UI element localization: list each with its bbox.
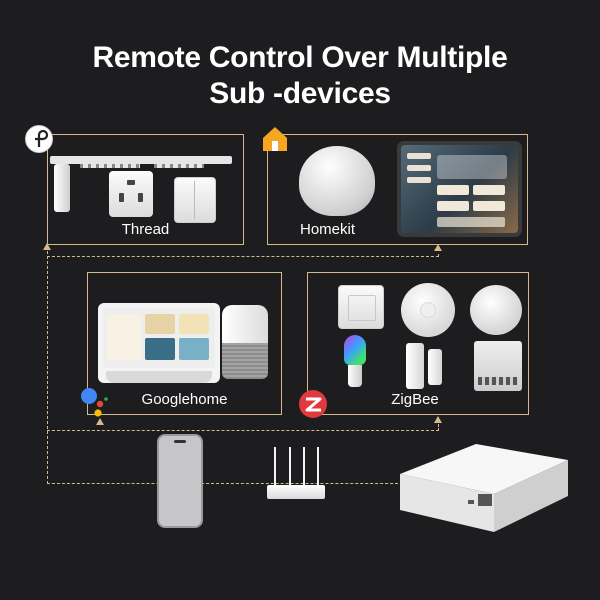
title-line-2: Sub -devices [209,77,391,110]
google-assistant-icon [78,386,112,418]
zigbee-logo-icon [299,390,327,418]
homepod-mini-device [299,146,375,216]
curtain-motor-device [50,156,232,218]
door-sensor-device [406,343,448,389]
ipad-device [397,141,522,237]
homekit-panel: Homekit [267,134,528,245]
thread-label: Thread [121,221,170,238]
googlehome-panel: Googlehome [87,272,282,415]
wall-switch-device [174,177,216,223]
page-title: Remote Control Over Multiple Sub -device… [0,40,600,112]
zigbee-switch-device [338,285,384,329]
round-sensor-device [470,285,522,335]
connector-bottom-horizontal [47,483,403,484]
arrow-to-homekit [434,244,442,251]
nest-hub-device [98,303,220,383]
switch-module-device [474,341,522,391]
arrow-to-googlehome [96,418,104,425]
google-home-speaker-device [222,305,268,379]
smartphone-device [157,434,203,528]
motion-sensor-device [401,283,455,337]
googlehome-label: Googlehome [141,391,228,408]
arrow-to-zigbee [434,416,442,423]
thread-logo-icon [25,125,53,153]
zigbee-label: ZigBee [391,391,439,408]
color-bulb-device [344,335,366,389]
home-icon [260,124,290,154]
thread-panel: Thread [47,134,244,245]
wifi-router-device [267,445,327,501]
smart-plug-device [109,171,153,217]
smart-hub-device [398,440,570,534]
connector-left-vertical [47,246,48,484]
homekit-label: Homekit [299,221,355,238]
connector-upper-right [438,248,439,257]
zigbee-panel: ZigBee [307,272,529,415]
connector-upper-horizontal [47,256,439,257]
connector-lower-horizontal [47,430,439,431]
arrow-to-thread [43,243,51,250]
title-line-1: Remote Control Over Multiple [92,41,508,74]
connector-lower-right [438,420,439,431]
